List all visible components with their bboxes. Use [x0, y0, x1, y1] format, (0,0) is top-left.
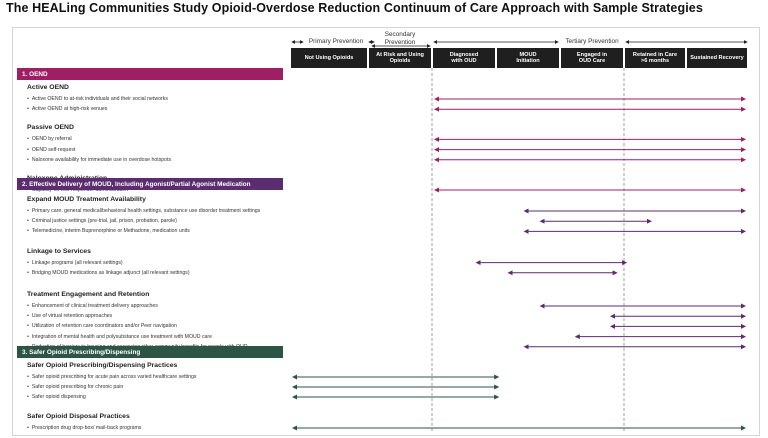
strategy-item: Active OEND at high-risk venues	[27, 106, 108, 112]
strategy-item: Bridging MOUD medications as linkage adj…	[27, 270, 190, 276]
section-header: 3. Safer Opioid Prescribing/Dispensing	[17, 346, 283, 358]
stage-label: MOUD	[519, 51, 537, 58]
group-heading: Treatment Engagement and Retention	[27, 291, 150, 298]
page-title: The HEALing Communities Study Opioid-Ove…	[6, 1, 703, 15]
diagram-frame	[12, 27, 760, 436]
stage-label: Sustained Recovery	[690, 54, 744, 61]
group-heading: Passive OEND	[27, 124, 74, 132]
stage-box: Retained in Care>6 months	[625, 48, 685, 68]
strategy-item: Prescription drug drop-box/ mail-back pr…	[27, 425, 142, 431]
stage-label: >6 months	[640, 58, 670, 64]
strategy-item: Utilization of retention care coordinato…	[27, 323, 177, 329]
strategy-item: Safer opioid prescribing for chronic pai…	[27, 384, 123, 390]
strategy-item: OEND by referral	[27, 136, 72, 142]
strategy-item: Active OEND to at-risk individuals and t…	[27, 96, 168, 102]
phase-secondary-label-2: Prevention	[384, 39, 416, 46]
stage-label: with OUD	[451, 58, 477, 64]
stage-box: Sustained Recovery	[687, 48, 747, 68]
stage-label: Opioids	[389, 58, 411, 64]
strategy-item: Enhancement of clinical treatment delive…	[27, 303, 158, 309]
group-heading: Expand MOUD Treatment Availability	[27, 196, 146, 203]
strategy-item: Primary care, general medical/behavioral…	[27, 208, 260, 214]
strategy-item: Telemedicine, interim Buprenorphine or M…	[27, 228, 190, 234]
strategy-item: Use of virtual retention approaches	[27, 313, 112, 319]
stage-label: Initiation	[516, 58, 540, 64]
strategy-item: Integration of mental health and polysub…	[27, 334, 212, 340]
strategy-item: Criminal justice settings (pre-trial, ja…	[27, 218, 177, 224]
strategy-item: Naloxone availability for immediate use …	[27, 157, 171, 163]
strategy-item: Capacity for first responder administrat…	[27, 187, 128, 193]
group-heading: Linkage to Services	[27, 247, 91, 255]
stage-label: Not Using Opioids	[304, 54, 354, 61]
phase-primary-label: Primary Prevention	[308, 38, 364, 45]
stage-label: Engaged in	[576, 51, 608, 58]
stage-label: Diagnosed	[449, 51, 479, 58]
group-heading: Safer Opioid Disposal Practices	[27, 413, 130, 420]
phase-secondary-label-1: Secondary	[384, 31, 416, 38]
stage-box: Not Using Opioids	[291, 48, 367, 68]
group-heading: Active OEND	[27, 84, 69, 91]
strategy-item: Safer opioid prescribing for acute pain …	[27, 374, 197, 380]
strategy-item: OEND self-request	[27, 147, 76, 153]
section-header: 1. OEND	[17, 68, 283, 80]
strategy-item: Linkage programs (all relevant settings)	[27, 260, 123, 266]
stage-label: At Risk and Using	[376, 51, 424, 58]
stage-label: OUD Care	[578, 58, 606, 64]
group-heading: Safer Opioid Prescribing/Dispensing Prac…	[27, 362, 178, 369]
stage-label: Retained in Care	[632, 51, 678, 58]
phase-tertiary-label: Tertiary Prevention	[565, 38, 619, 45]
section-header: 2. Effective Delivery of MOUD, Including…	[17, 178, 283, 190]
strategy-item: Safer opioid dispensing	[27, 394, 86, 400]
